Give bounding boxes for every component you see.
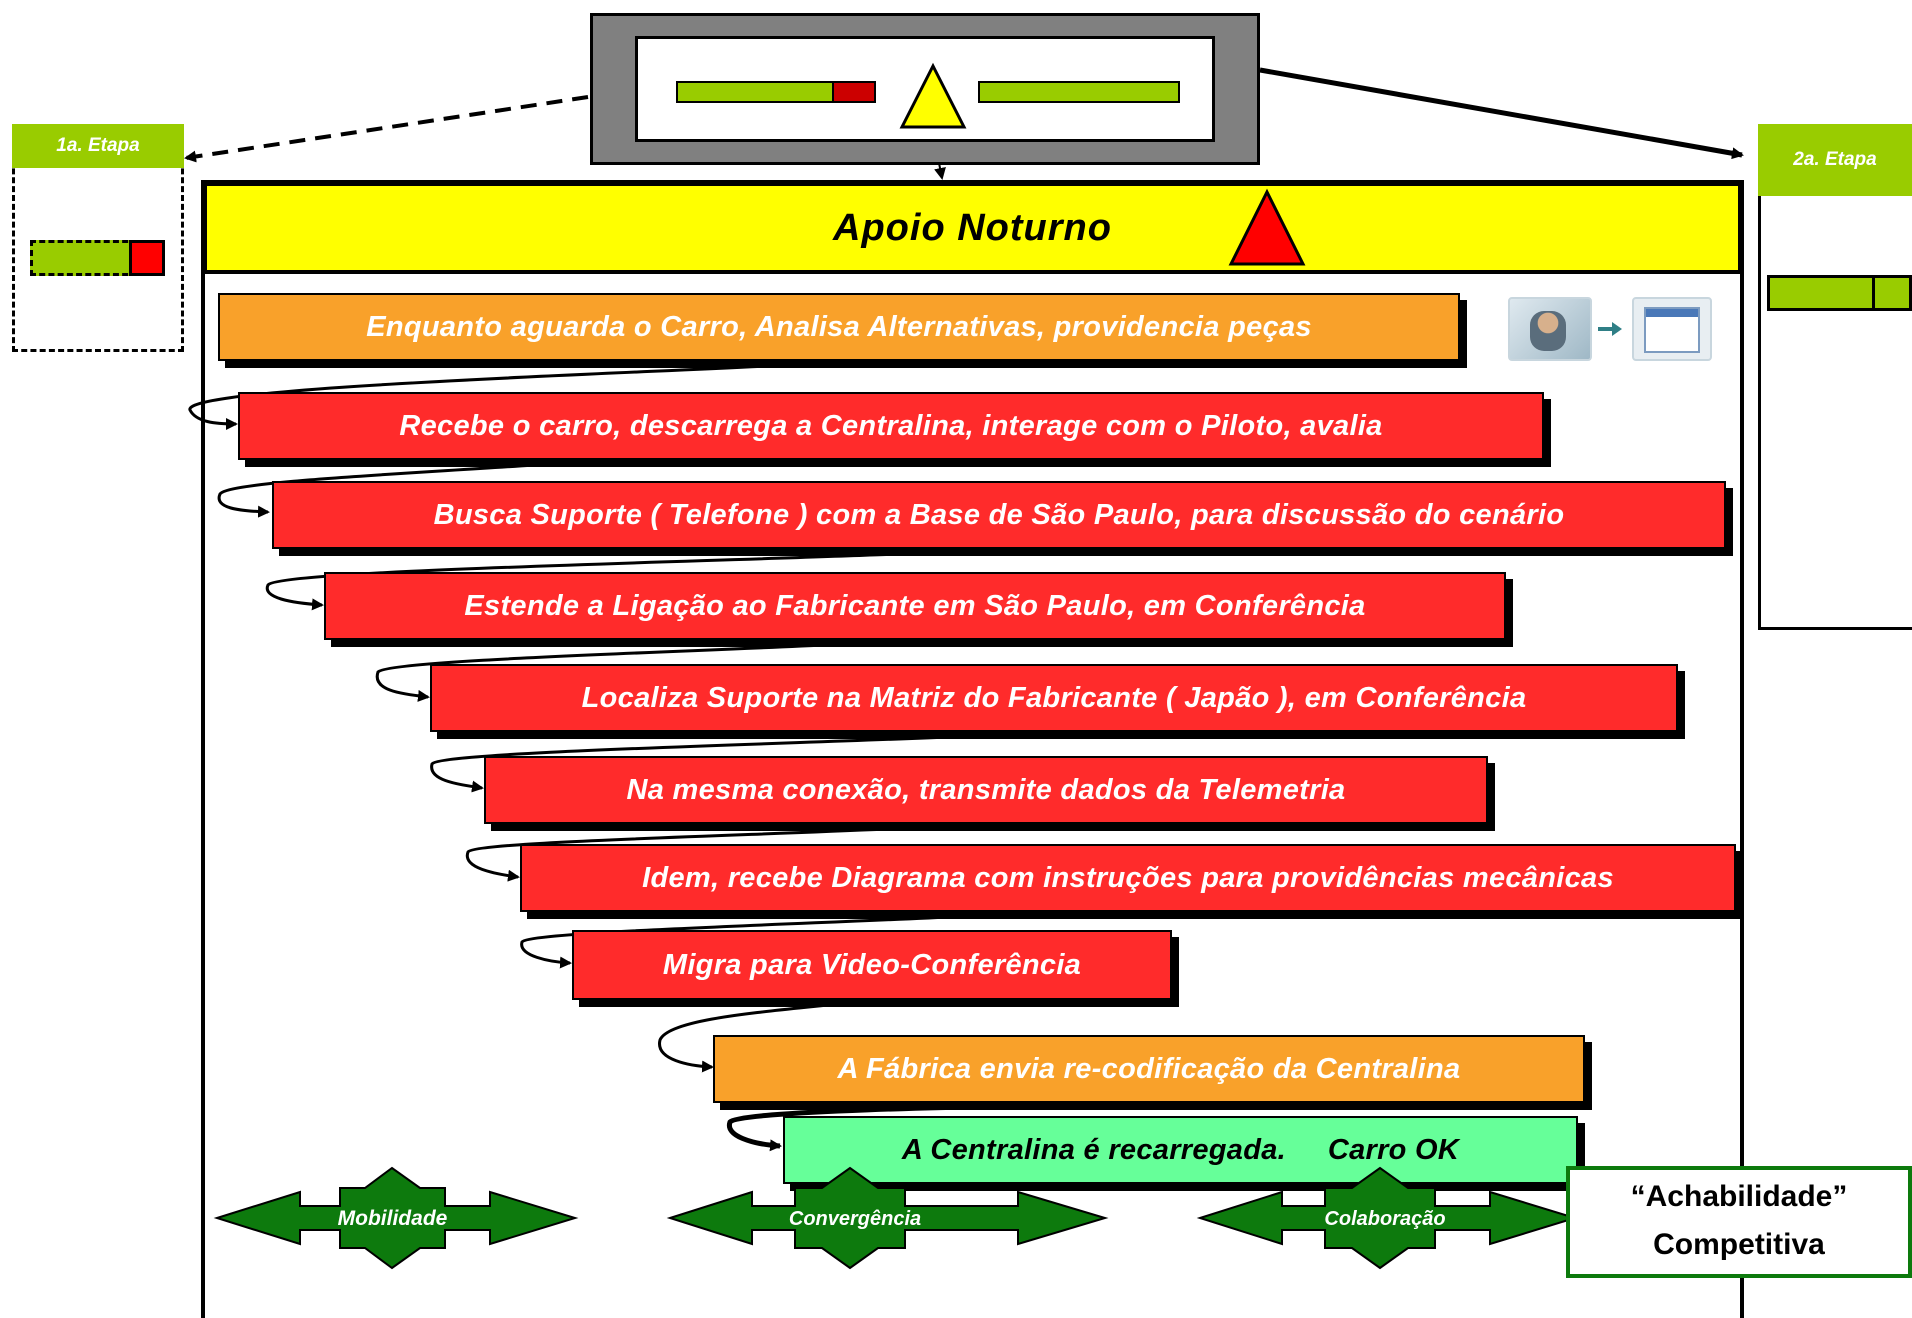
progress-bar-left-alert xyxy=(832,83,874,101)
document-screen-titlebar xyxy=(1646,309,1698,317)
convergencia-arrow-shape xyxy=(666,1166,1109,1270)
outcome-line-1: “Achabilidade” xyxy=(1630,1180,1848,1213)
step-connector xyxy=(188,360,841,430)
step-connector xyxy=(217,454,641,518)
step-9: A Fábrica envia re-codificação da Centra… xyxy=(713,1035,1585,1103)
step-connector xyxy=(265,547,1001,611)
stage-1-progress-bar xyxy=(30,240,165,276)
pillar-convergencia: Convergência xyxy=(788,1207,922,1230)
document-screen-window xyxy=(1644,307,1700,353)
step-4: Estende a Ligação ao Fabricante em São P… xyxy=(324,572,1506,640)
arrow-to-stage-2 xyxy=(1259,67,1744,160)
dashed-arrow-to-stage-1 xyxy=(184,95,589,163)
progress-bar-left xyxy=(676,81,876,103)
pillar-colaboracao: Colaboração xyxy=(1324,1207,1446,1230)
pillar-mobilidade: Mobilidade xyxy=(337,1207,448,1230)
top-summary-panel xyxy=(590,13,1260,165)
step-8: Migra para Video-Conferência xyxy=(572,930,1172,1000)
person-photo-icon xyxy=(1508,297,1592,361)
page-title: Apoio Noturno xyxy=(833,206,1112,249)
stage-2-label: 2a. Etapa xyxy=(1758,124,1912,196)
step-connector xyxy=(465,822,986,882)
outcome-box: “Achabilidade” Competitiva xyxy=(1566,1166,1912,1278)
step-10: A Centralina é recarregada. Carro OK xyxy=(783,1116,1578,1184)
step-connector xyxy=(658,998,871,1073)
step-3: Busca Suporte ( Telefone ) com a Base de… xyxy=(272,481,1726,549)
stage-2-progress-divider xyxy=(1872,278,1875,308)
stage-2-progress-bar xyxy=(1767,275,1912,311)
document-screen-icon xyxy=(1632,297,1712,361)
step-6: Na mesma conexão, transmite dados da Tel… xyxy=(484,756,1488,824)
arrow-right-icon xyxy=(1596,320,1624,338)
step-connector xyxy=(430,730,1054,793)
outcome-line-2: Competitiva xyxy=(1653,1228,1825,1261)
person-photo-figure xyxy=(1530,311,1566,351)
alert-triangle-icon xyxy=(1228,188,1306,266)
top-summary-inner xyxy=(635,36,1215,142)
progress-bar-right xyxy=(978,81,1180,103)
step-1: Enquanto aguarda o Carro, Analisa Altern… xyxy=(218,293,1460,361)
step-2: Recebe o carro, descarrega a Centralina,… xyxy=(238,392,1544,460)
stage-1-label: 1a. Etapa xyxy=(12,124,184,168)
arrow-right-svg xyxy=(1598,322,1622,336)
step-connector xyxy=(375,638,916,702)
step-5: Localiza Suporte na Matriz do Fabricante… xyxy=(430,664,1678,732)
mobilidade-arrow-shape xyxy=(213,1166,579,1270)
warning-triangle-icon xyxy=(899,62,967,129)
stage-1-progress-alert xyxy=(129,240,165,276)
step-connector xyxy=(726,1100,1151,1152)
main-panel-header: Apoio Noturno xyxy=(203,182,1742,274)
step-7: Idem, recebe Diagrama com instruções par… xyxy=(520,844,1736,912)
